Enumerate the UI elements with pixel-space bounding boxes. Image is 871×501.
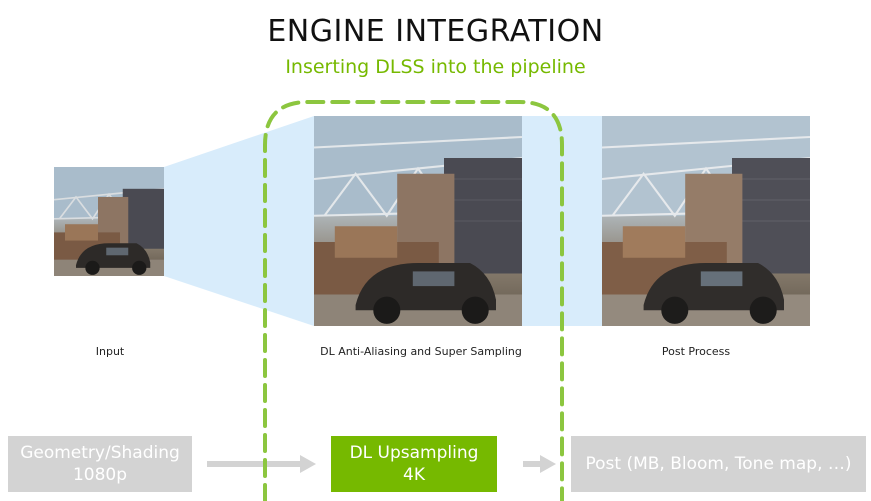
page-title: ENGINE INTEGRATION xyxy=(267,14,604,49)
dl-to-post-projection xyxy=(522,116,602,326)
input-to-dl-projection xyxy=(164,116,314,326)
dl-upsampling-stage: DL Upsampling 4K xyxy=(331,436,497,492)
post-stage-label: Post (MB, Bloom, Tone map, …) xyxy=(585,454,852,474)
post-process-image xyxy=(602,116,810,326)
dl-stage-resolution: 4K xyxy=(403,465,425,485)
arrow-geometry-to-dl xyxy=(207,461,305,467)
page-subtitle: Inserting DLSS into the pipeline xyxy=(285,56,586,78)
dl-output-image xyxy=(314,116,522,326)
geometry-shading-stage: Geometry/Shading 1080p xyxy=(8,436,192,492)
geometry-stage-label: Geometry/Shading xyxy=(20,443,180,463)
caption-input: Input xyxy=(95,345,125,358)
input-image xyxy=(54,167,164,276)
caption-dl: DL Anti-Aliasing and Super Sampling xyxy=(320,345,522,358)
dl-stage-label: DL Upsampling xyxy=(349,443,479,463)
arrowhead-dl-to-post xyxy=(540,455,556,473)
arrowhead-geometry-to-dl xyxy=(300,455,316,473)
post-process-stage: Post (MB, Bloom, Tone map, …) xyxy=(571,436,866,492)
geometry-stage-resolution: 1080p xyxy=(72,465,128,485)
caption-post: Post Process xyxy=(661,345,731,358)
